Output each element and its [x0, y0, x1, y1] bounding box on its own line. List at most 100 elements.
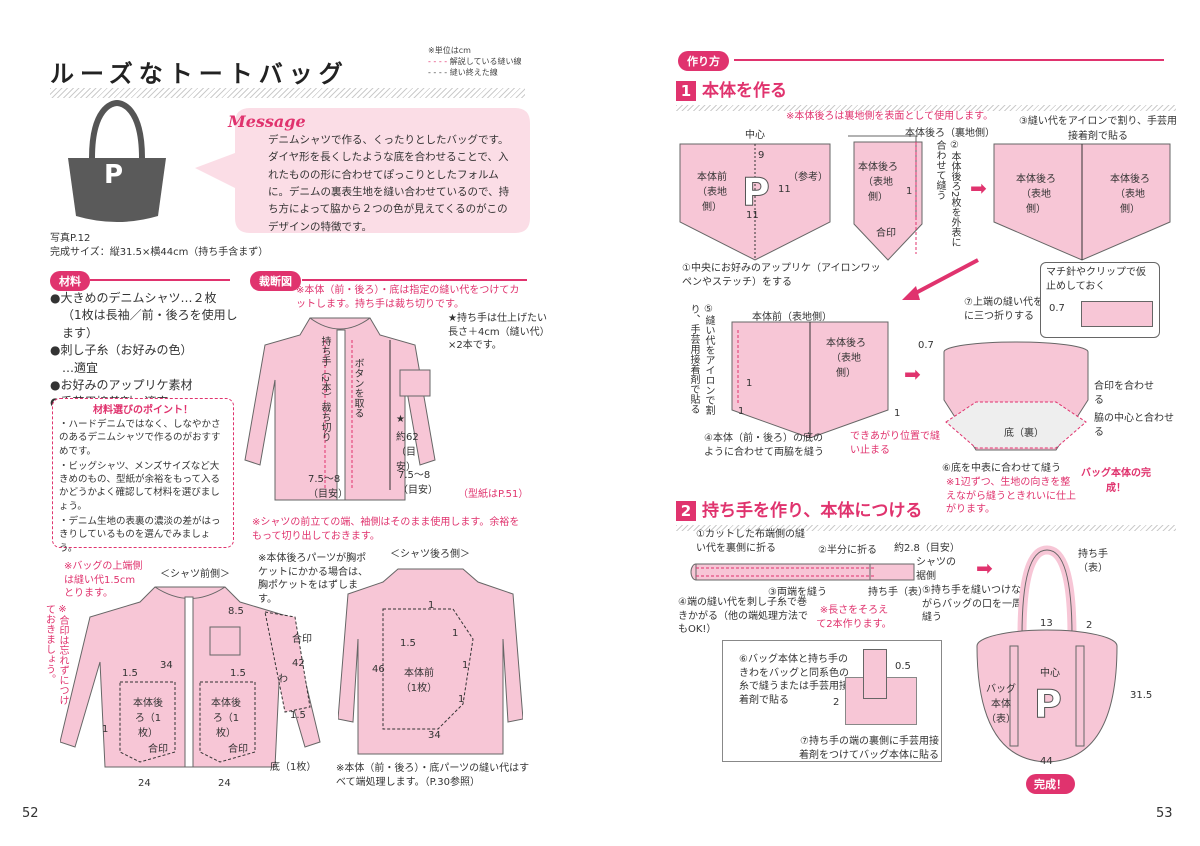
panel1-11a: 11 — [778, 184, 791, 195]
panel-body-front — [679, 143, 831, 261]
step3-text: ③縫い代をアイロンで割り、手芸用接着剤で貼る — [1018, 116, 1178, 142]
handle-step5: ⑤持ち手を縫いつけながらバッグの口を一周縫う — [922, 585, 1022, 623]
panel2-label: 本体後ろ（表地側） — [858, 162, 898, 203]
section1-num: 1 — [676, 81, 696, 101]
pattern-ref: （型紙はP.51） — [458, 489, 529, 500]
howto-header: 作り方 — [678, 50, 1168, 71]
aijirushi-2: 合印 — [228, 744, 248, 755]
points-title: 材料選びのポイント！ — [93, 405, 193, 416]
section1-title: 本体を作る — [702, 81, 787, 101]
aijirushi-3: 合印 — [292, 634, 312, 645]
howto-tag: 作り方 — [678, 51, 729, 71]
message-label: Message — [228, 112, 306, 131]
cutting-header: 裁断図 — [250, 270, 530, 291]
shirt-front-label: ＜シャツ前側＞ — [160, 569, 230, 580]
panel1-label: 本体前（表地側） — [697, 172, 727, 213]
panel-front-back-sewn — [731, 321, 889, 439]
step7-text: ⑦上端の縫い代を裏側に三つ折りする — [964, 297, 1063, 322]
back-dim-34: 34 — [428, 730, 441, 741]
pin-note: マチ針やクリップで仮止めしておく — [1046, 267, 1146, 292]
step1-text: ①中央にお好みのアップリケ（アイロンワッペンやステッチ）をする — [682, 263, 881, 288]
arrow-right-3: ➡ — [976, 556, 993, 580]
material-item: ●大きめのデニムシャツ…２枚 — [50, 291, 217, 305]
panel1-letter: P — [742, 170, 771, 215]
arrow-right-2: ➡ — [904, 362, 921, 386]
aijirushi-1: 合印 — [148, 744, 168, 755]
title-underline — [50, 88, 525, 98]
piece-back-2: 本体後ろ（1枚） — [211, 698, 241, 739]
message-text: デニムシャツで作る、くったりとしたバッグです。ダイヤ形を長くしたような底を合わせ… — [268, 134, 510, 233]
panel4-one-1: 1 — [746, 378, 753, 389]
panel4-one-3: 1 — [894, 408, 901, 419]
back-dim-1-c: 1 — [462, 660, 469, 671]
left-page: ルーズなトートバッグ ※単位はcm - - - - 解説している縫い線 - - … — [22, 46, 547, 821]
bag-letter: P — [104, 160, 124, 190]
dim-1-a: 1 — [102, 724, 109, 735]
materials-tag: 材料 — [50, 271, 90, 291]
point-item: ・デニム生地の表裏の濃淡の差がはっきりしているものを選んでみましょう。 — [59, 516, 221, 554]
align-2: 脇の中心と合わせる — [1094, 413, 1174, 438]
panel2-aijirushi: 合印 — [876, 228, 896, 239]
panel-body-back-pair — [848, 135, 923, 261]
page-title: ルーズなトートバッグ — [50, 60, 349, 88]
shirt-back-label: ＜シャツ後ろ側＞ — [390, 549, 470, 560]
panel2-one: 1 — [906, 186, 913, 197]
panel4-top: 本体前（表地側） — [752, 312, 832, 323]
bag-assembly — [943, 341, 1089, 451]
dim-42: 42 — [292, 658, 305, 669]
handle-shirt-side: シャツの裾側 — [916, 557, 956, 582]
long-arrow — [902, 258, 979, 300]
finish-position: できあがり位置で縫い止まる — [850, 431, 940, 456]
panel-body-back-joined — [993, 143, 1171, 261]
finish-note: ※本体（前・後ろ）・底パーツの縫い代はすべて端処理します。（P.30参照） — [336, 763, 530, 788]
panel2-top: 本体後ろ（裏地側） — [905, 128, 995, 139]
approx-62: 約62（目安） — [396, 432, 419, 473]
final-letter: P — [1034, 682, 1063, 727]
final-handle: 持ち手（表） — [1078, 549, 1108, 574]
back-dim-1-5: 1.5 — [400, 638, 416, 649]
material-item: ●刺し子糸（お好みの色） — [50, 343, 193, 358]
materials-list: ●大きめのデニムシャツ…２枚 （1枚は長袖／前・後ろを使用します） ●刺し子糸（… — [50, 290, 240, 412]
final-13: 13 — [1040, 618, 1053, 629]
cutting-tag: 裁断図 — [250, 271, 301, 291]
back-dim-1: 1 — [428, 600, 435, 611]
final-31-5: 31.5 — [1130, 690, 1153, 701]
back-dim-1-d: 1 — [458, 694, 465, 705]
section1-header: 1 本体を作る — [676, 76, 1176, 111]
detail-2: 2 — [833, 697, 840, 708]
pocket-note: ※本体後ろパーツが胸ポケットにかかる場合は、胸ポケットをはずします。 — [258, 553, 368, 605]
dim-24-a: 24 — [138, 778, 151, 789]
handle-step2: ②半分に折る — [818, 545, 877, 556]
panel3-left: 本体後ろ（表地側） — [1016, 174, 1056, 215]
vertical-note: ※合印は忘れずにつけておきましょう。 — [43, 604, 69, 705]
margin-note: ※バッグの上端側は縫い代1.5cmとります。 — [64, 561, 143, 599]
step5-text: ⑤縫い代をアイロンで割り、手芸用接着剤で貼る — [688, 304, 714, 415]
panel4-back: 本体後ろ（表地側） — [826, 338, 866, 379]
step4-text: ④本体（前・後ろ）の底のように合わせて両脇を縫う — [704, 433, 824, 458]
cutting-note: ※本体（前・後ろ）・底は指定の縫い代をつけてカットします。持ち手は裁ち切りです。 — [296, 285, 520, 310]
detail-0-5: 0.5 — [895, 661, 911, 672]
front-note: ※シャツの前立ての端、袖側はそのまま使用します。余裕をもって切り出しておきます。 — [252, 517, 520, 542]
dim-1-5-b: 1.5 — [230, 668, 246, 679]
dim-1-5-c: 1.5 — [290, 710, 306, 721]
piece-back-1: 本体後ろ（1枚） — [133, 698, 163, 739]
bottom-piece: 底（1枚） — [270, 762, 317, 773]
panel4-one-2: 1 — [738, 406, 745, 417]
dim-left-75: 7.5〜8（目安） — [308, 474, 348, 500]
final-2: 2 — [1086, 620, 1093, 631]
handle-note: ★持ち手は仕上げたい長さ＋4cm（縫い代）×2本です。 — [448, 313, 547, 351]
point-item: ・ハードデニムではなく、しなやかさのあるデニムシャツで作るのがおすすめです。 — [59, 419, 221, 457]
align-1: 合印を合わせる — [1094, 381, 1154, 406]
material-item: ●お好みのアップリケ素材 — [50, 377, 193, 392]
finished-bag — [976, 545, 1118, 763]
legend: ※単位はcm - - - - 解説している縫い線 - - - - 縫い終えた線 — [428, 46, 522, 78]
section2-title: 持ち手を作り、本体につける — [702, 501, 923, 521]
materials-header: 材料 — [50, 270, 235, 291]
step6-text: ⑥底を中表に合わせて縫う — [942, 463, 1061, 474]
bag-body-done: バッグ本体の完成！ — [1081, 468, 1151, 494]
bag-dim-07: 0.7 — [918, 340, 934, 351]
handle-cut-label: 持ち手（2本）裁ち切り — [319, 336, 330, 443]
handle-strips — [690, 563, 915, 581]
